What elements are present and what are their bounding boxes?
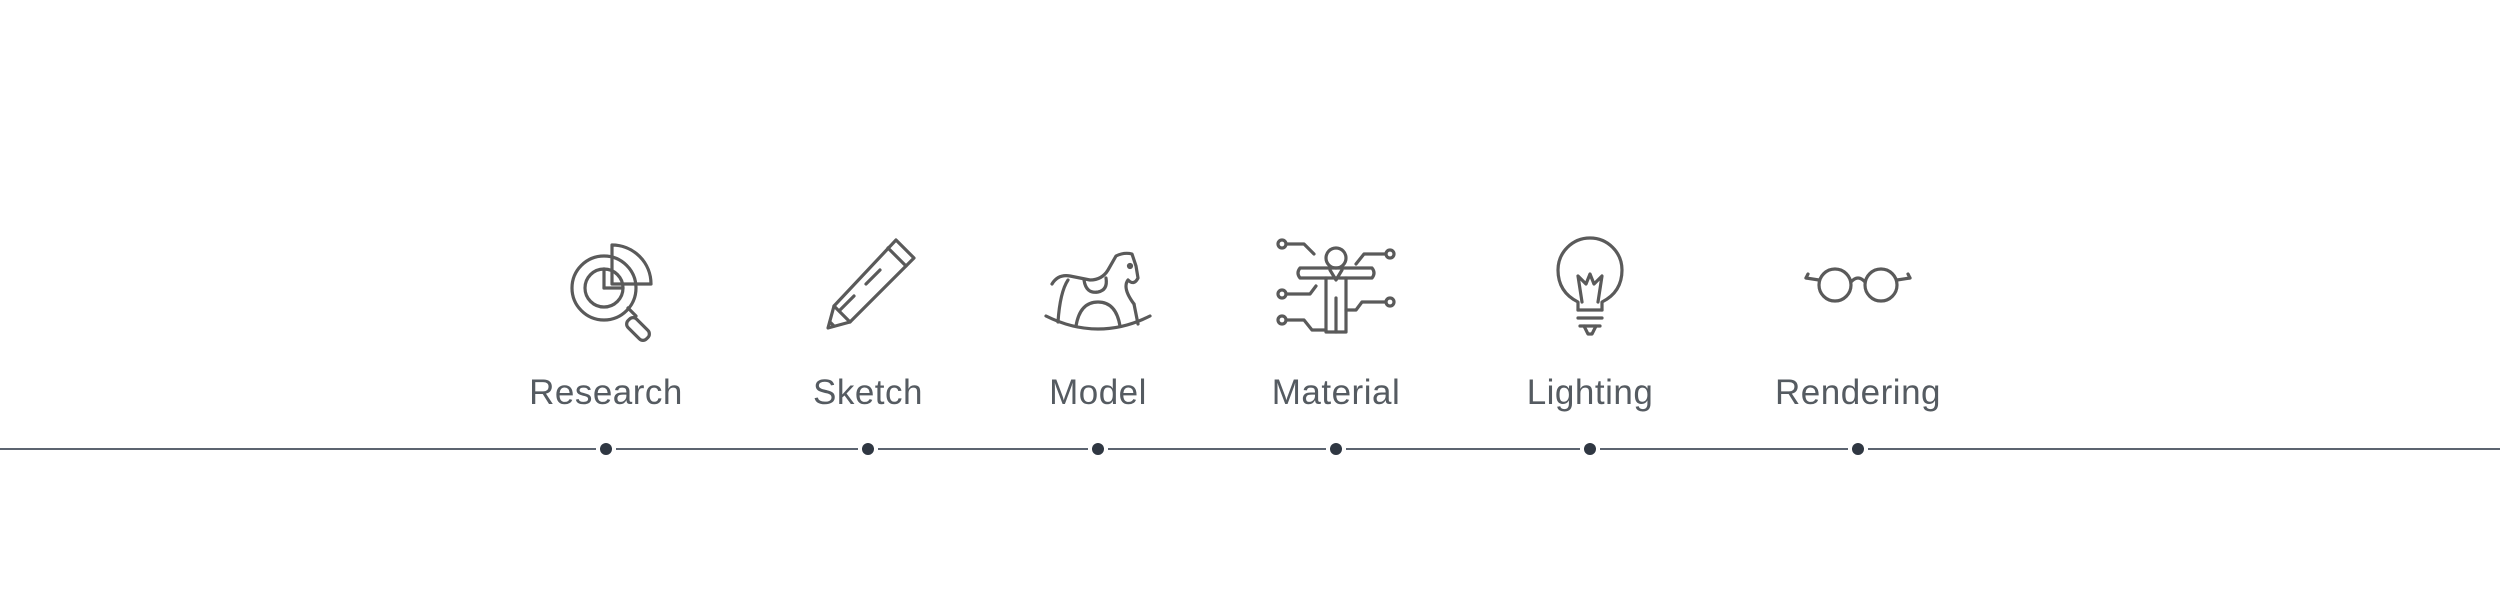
glasses-icon [1798, 226, 1918, 346]
mannequin-icon [1276, 226, 1396, 346]
timeline-dot [1330, 443, 1342, 455]
rocking-horse-icon [1038, 226, 1158, 346]
timeline-dot [862, 443, 874, 455]
step-label: Model [1049, 373, 1147, 412]
step-label: Material [1271, 373, 1401, 412]
pencil-icon [808, 226, 928, 346]
step-label: Lighting [1526, 373, 1654, 412]
timeline-dot [600, 443, 612, 455]
timeline-line [0, 448, 2500, 450]
light-bulb-icon [1530, 226, 1650, 346]
timeline-dot [1584, 443, 1596, 455]
research-chart-magnifier-icon [546, 226, 666, 346]
timeline-dot [1852, 443, 1864, 455]
step-label: Research [529, 373, 683, 412]
step-label: Rendering [1775, 373, 1941, 412]
step-label: Sketch [813, 373, 923, 412]
timeline-dot [1092, 443, 1104, 455]
